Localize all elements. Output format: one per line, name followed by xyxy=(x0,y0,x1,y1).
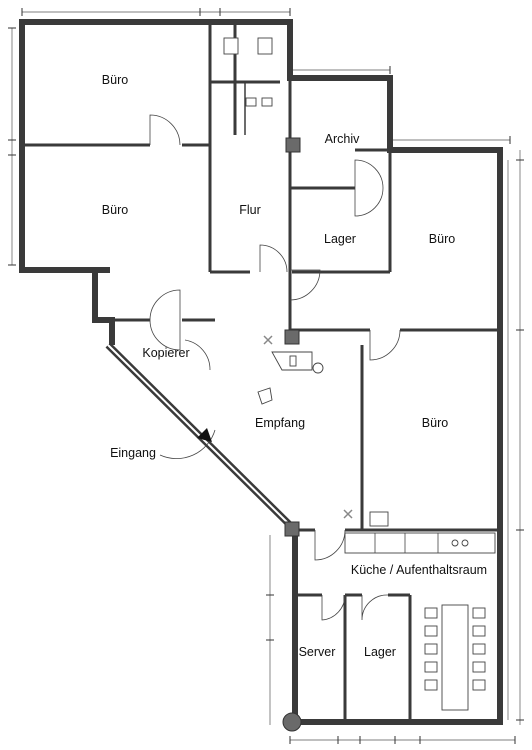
wc-fixtures xyxy=(223,37,273,135)
doors xyxy=(149,114,401,621)
room-archive: Archiv xyxy=(325,132,360,146)
kitchen-counter xyxy=(344,511,496,554)
room-office-w: Büro xyxy=(102,203,128,217)
room-storage-n: Lager xyxy=(324,232,356,246)
room-copier: Kopierer xyxy=(142,346,189,360)
room-reception: Empfang xyxy=(255,416,305,430)
reception-desk xyxy=(257,335,353,519)
room-storage-s: Lager xyxy=(364,645,396,659)
room-labels: Büro Büro Flur Archiv Lager Büro Kopiere… xyxy=(102,73,487,659)
room-corridor: Flur xyxy=(239,203,261,217)
interior-walls xyxy=(22,22,500,722)
entrance-arrow-icon xyxy=(197,428,212,442)
room-office-nw: Büro xyxy=(102,73,128,87)
room-office-ne: Büro xyxy=(429,232,455,246)
room-kitchen: Küche / Aufenthaltsraum xyxy=(351,563,487,577)
room-entrance: Eingang xyxy=(110,446,156,460)
room-server: Server xyxy=(299,645,336,659)
pillars xyxy=(282,137,302,732)
dimension-lines xyxy=(8,8,524,744)
room-office-e: Büro xyxy=(422,416,448,430)
conference-table xyxy=(424,604,486,711)
